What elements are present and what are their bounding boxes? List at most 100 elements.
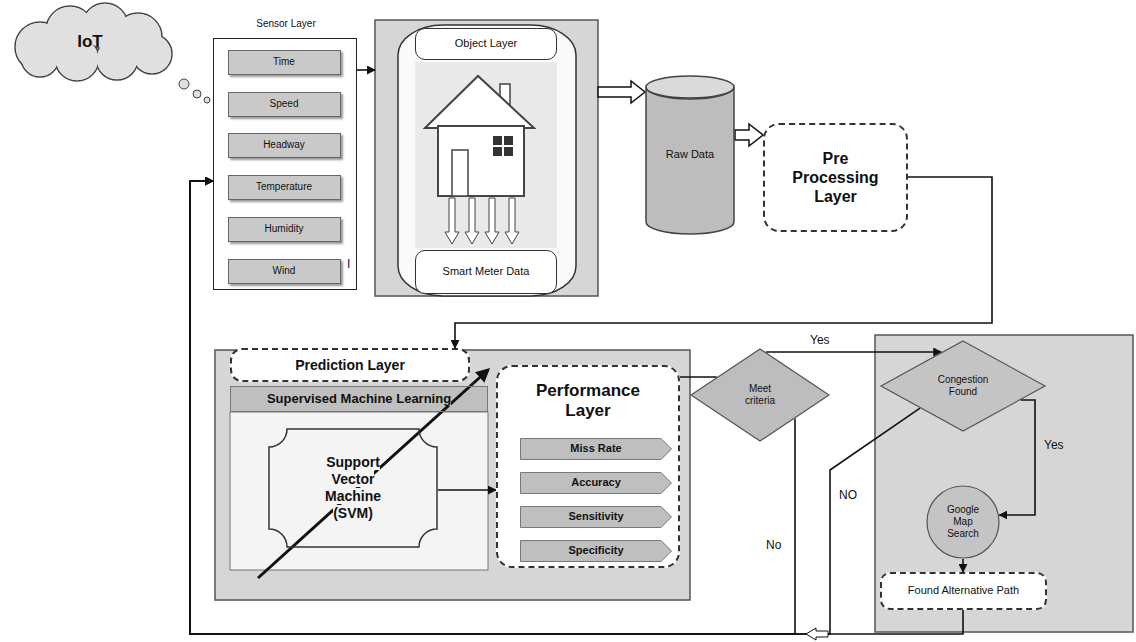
text-block: Miss Rate [570,442,621,455]
sensor-item-box: Headway [228,133,341,158]
metric-tag: Miss Rate [520,438,672,460]
text-block: Meet criteria [738,383,783,407]
sensor-layer-box: Sensor LayerTimeSpeedHeadwayTemperatureH… [213,38,357,290]
diamond-outline [691,349,829,441]
cloud-node: IoT [5,2,175,82]
node-text: Raw Data [666,148,714,160]
connector-line [438,489,496,491]
node-text: Supervised Machine Learning [267,391,451,406]
text-block: Sensitivity [568,510,623,523]
text-block: Google Map Search [940,504,986,540]
node-text: Google Map Search [947,504,979,539]
cylinder-top [646,76,734,98]
object-container [398,25,576,296]
node-text: Meet criteria [745,383,775,406]
connector-line [680,376,717,378]
node-text: Prediction Layer [295,357,405,373]
edge-label: NO [837,488,859,502]
text-block: Found Alternative Path [908,584,1019,597]
sensor-item-box: Wind [228,259,341,284]
trend-arrow [258,370,488,578]
text-block: Speed [270,98,299,110]
node-text: Accuracy [571,476,621,488]
connector-line [766,351,941,353]
text-block: Support Vector Machine (SVM) [308,454,398,521]
decision-diamond: Meet criteria [690,348,830,442]
text-block: Congestion Found [928,374,998,398]
thought-bubble [193,90,201,98]
edge-label: Yes [1042,438,1066,452]
sensor-item-box: Temperature [228,175,341,200]
text-block: Raw Data [666,148,714,161]
pill-box: Object Layer [415,28,557,60]
node-text: Smart Meter Data [443,265,530,278]
house-door [452,150,468,196]
block-arrow [598,81,645,103]
tag-outline [521,507,672,528]
tag-outline [521,439,672,460]
node-text: Performance Layer [536,381,640,420]
text-block: Prediction Layer [295,357,405,374]
cloud-fill [22,40,58,76]
edge-label: No [764,538,783,552]
house-roof [425,76,534,128]
thought-bubble [179,79,189,89]
pill-box: Smart Meter Data [415,250,557,294]
node-text: Pre Processing Layer [792,150,878,205]
node-text: Congestion Found [938,374,989,397]
sensor-item-box: Speed [228,92,341,117]
model-plaque: Support Vector Machine (SVM) [268,428,438,548]
node-text: IoT [77,32,103,51]
hollow-arrow [806,628,828,640]
house-ground [415,62,557,248]
node-text: Wind [273,265,296,276]
object-layer-panel: Object LayerSmart Meter Data [375,20,598,296]
node-text: Sensitivity [568,510,623,522]
text-block: IoT [77,32,103,52]
node-text: Found Alternative Path [908,584,1019,596]
node-text: Temperature [256,181,312,192]
metric-tag: Sensitivity [520,506,672,528]
node-text: Miss Rate [570,442,621,454]
connector-line [962,559,964,572]
meter-arrow [485,198,499,244]
house-window [493,147,502,156]
cloud-fill [97,39,137,79]
text-block: Accuracy [571,476,621,489]
stray-mark: I [345,257,352,271]
database-cylinder: Raw Data [645,75,735,235]
circle-outline [927,486,999,558]
house-window [493,136,502,145]
tag-outline [521,473,672,494]
text-block: Pre Processing Layer [781,149,891,207]
tag-outline [521,541,672,562]
meter-arrow [505,198,519,244]
search-circle: Google Map Search [926,485,1000,559]
house-window [504,136,513,145]
model-frame [230,412,488,570]
house-body [438,126,524,196]
text-block: Specificity [568,544,623,557]
method-band-fill [230,386,488,412]
result-box: Found Alternative Path [880,572,1047,610]
text-block: Temperature [256,181,312,193]
block-arrow [735,124,763,146]
text-block: Humidity [265,223,304,235]
node-text: Support Vector Machine (SVM) [325,454,381,520]
cylinder-body [646,87,734,234]
sensor-item-box: Time [228,50,341,75]
node-text: Humidity [265,223,304,234]
object-panel [375,20,598,296]
text-block: Wind [273,265,296,277]
house-window [504,147,513,156]
node-text: Headway [263,139,305,150]
connector-line [999,400,1035,515]
text-block: Time [273,56,295,68]
node-text: Sensor Layer [256,18,315,30]
text-block: Performance Layer [518,381,658,422]
plaque-outline [269,429,437,547]
node-text: Specificity [568,544,623,556]
